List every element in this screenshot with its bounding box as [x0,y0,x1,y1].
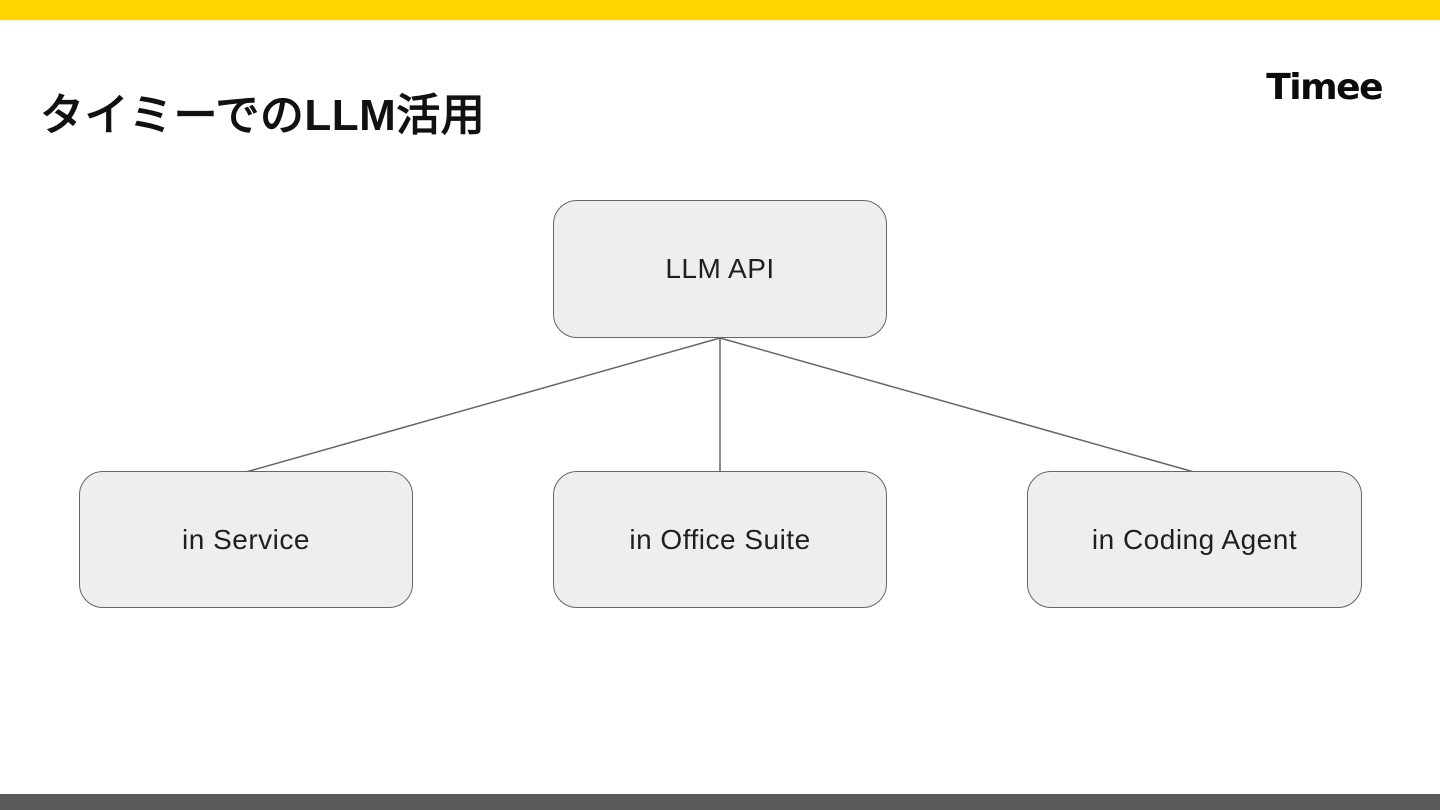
connector-root-to-coding-agent [719,337,1195,473]
top-accent-bar [0,0,1440,20]
node-label: in Office Suite [629,523,811,555]
diagram-node-llm-api: LLM API [553,200,887,338]
node-label: LLM API [665,253,775,284]
diagram-node-in-office-suite: in Office Suite [553,471,887,608]
node-label: in Service [182,523,310,555]
diagram-node-in-service: in Service [79,471,413,608]
node-label: in Coding Agent [1091,523,1298,555]
connector-root-to-service [245,337,721,473]
page-title: タイミーでのLLM活用 [40,91,486,141]
timee-logo: Timee [1266,67,1383,108]
bottom-footer-bar [0,794,1440,810]
diagram-node-in-coding-agent: in Coding Agent [1027,471,1362,608]
